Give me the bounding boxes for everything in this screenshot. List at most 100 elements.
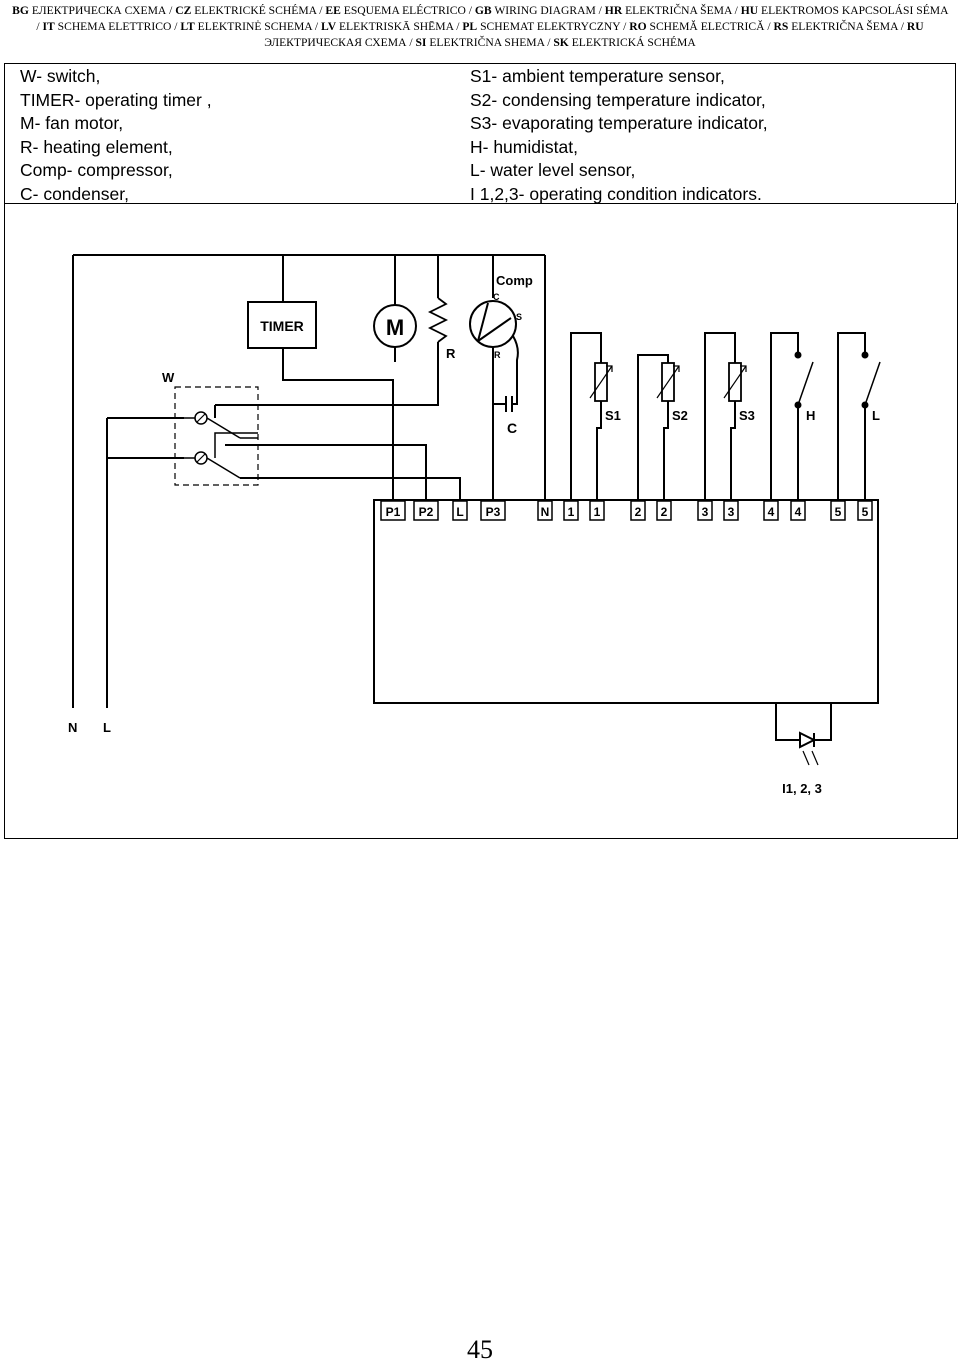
level-sensor-l: L <box>837 332 881 500</box>
legend-item: S1- ambient temperature sensor, <box>470 66 725 86</box>
header-language-code: CZ <box>175 4 192 17</box>
header-title-text: ESQUEMA ELÉCTRICO <box>340 4 466 17</box>
legend-item: H- humidistat, <box>470 136 578 157</box>
terminal-box <box>413 500 439 521</box>
terminal-box <box>763 500 779 521</box>
led-emission-mark <box>802 750 810 766</box>
humidistat-h: H <box>770 332 815 500</box>
sensor-label: S2 <box>672 408 688 423</box>
header-title-text: ELEKTRIČNA SHEMA <box>426 36 545 49</box>
terminal-label: P1 <box>386 505 401 519</box>
legend-item: M- fan motor, <box>20 113 124 133</box>
terminal-box <box>830 500 846 521</box>
controller-board <box>373 499 879 704</box>
wiring-diagram: TIMER M R Comp C S R C W N L <box>68 254 881 796</box>
switch-label: H <box>806 408 815 423</box>
mains-n-label: N <box>68 720 77 735</box>
header-title-text: ELEKTRINĖ SCHEMA <box>194 20 312 33</box>
switch-w-contact-mark <box>196 453 206 463</box>
terminal-label: 5 <box>835 505 842 519</box>
terminal-label: P2 <box>419 505 434 519</box>
header-title-text: ЭЛЕКТРИЧЕСКАЯ СХЕМА <box>264 36 407 49</box>
compressor-terminal-s: S <box>516 312 522 322</box>
legend-item: S2- condensing temperature indicator, <box>470 89 766 110</box>
compressor-label: Comp <box>496 273 533 288</box>
header-title-text: SCHEMĂ ELECTRICĂ <box>646 20 765 33</box>
compressor-terminal-r: R <box>494 350 501 360</box>
terminal-box <box>656 500 672 521</box>
led-indicator-icon <box>799 731 817 749</box>
indicator-label: I1, 2, 3 <box>782 781 822 796</box>
page-number: 45 <box>467 1335 493 1364</box>
page-header: BG ЕЛЕКТРИЧЕСКА СХЕМА / CZ ELEKTRICKÉ SC… <box>12 4 948 49</box>
legend-item: R- heating element, <box>20 136 173 157</box>
terminal-label: 4 <box>768 505 775 519</box>
timer-label: TIMER <box>260 318 304 334</box>
header-title-text: ELEKTRIČNA ŠEMA <box>622 4 732 17</box>
terminal-box <box>563 500 579 521</box>
terminal-label: 2 <box>635 505 642 519</box>
header-title-text: ELEKTROMOS KAPCSOLÁSI SÉMA <box>758 4 948 17</box>
header-title-text: SCHEMAT ELEKTRYCZNY <box>477 20 621 33</box>
terminal-strip: P1 P2 L P3 N 1 1 2 2 3 3 4 4 5 5 <box>380 500 873 521</box>
header-title-text: ELEKTRIČNA ŠEMA <box>788 20 898 33</box>
header-title-text: WIRING DIAGRAM <box>491 4 596 17</box>
capacitor-wire <box>512 335 519 405</box>
timer-to-p1-wire <box>282 348 394 500</box>
terminal-label: 1 <box>594 505 601 519</box>
compressor-terminal-c: C <box>493 292 500 302</box>
capacitor-label: C <box>507 420 517 436</box>
header-title-text: ELEKTRICKÉ SCHÉMA <box>191 4 317 17</box>
header-title-text: ЕЛЕКТРИЧЕСКА СХЕМА <box>28 4 167 17</box>
switch-w-to-l-terminal-wire <box>240 477 461 500</box>
terminal-box <box>380 500 406 521</box>
terminal-label: 1 <box>568 505 575 519</box>
switch-label: L <box>872 408 880 423</box>
header-language-code: RU <box>906 20 924 33</box>
heater-label: R <box>446 346 456 361</box>
terminal-box <box>537 500 553 521</box>
switch-w-contact-mark <box>196 413 206 423</box>
header-title-text: ELEKTRICKÁ SCHÉMA <box>568 36 696 49</box>
header-language-code: EE <box>325 4 341 17</box>
terminal-box <box>480 500 506 521</box>
sensor-s2: S2 <box>637 354 688 500</box>
terminal-label: P3 <box>486 505 501 519</box>
header-language-code: HR <box>604 4 623 17</box>
header-language-code: RO <box>629 20 647 33</box>
header-title-text: ELEKTRISKĀ SHĒMA <box>336 20 454 33</box>
terminal-label: 3 <box>728 505 735 519</box>
header-language-code: BG <box>12 4 29 17</box>
legend-item: W- switch, <box>20 66 101 86</box>
mains-l-label: L <box>103 720 111 735</box>
header-language-code: LV <box>321 20 337 33</box>
header-language-code: GB <box>474 4 492 17</box>
terminal-label: 3 <box>702 505 709 519</box>
header-language-code: IT <box>42 20 55 33</box>
terminal-label: 4 <box>795 505 802 519</box>
compressor-symbol <box>469 300 517 348</box>
terminal-label: N <box>541 505 550 519</box>
legend-left-column: W- switch, TIMER- operating timer , M- f… <box>20 65 212 206</box>
switch-w-label: W <box>162 370 175 385</box>
header-language-code: SK <box>553 36 569 49</box>
compressor-inner-line <box>477 302 489 342</box>
terminal-box <box>452 500 468 521</box>
terminal-box <box>857 500 873 521</box>
terminal-box <box>697 500 713 521</box>
terminal-label: 5 <box>862 505 869 519</box>
legend-item: Comp- compressor, <box>20 160 173 180</box>
heating-element-symbol <box>427 297 449 343</box>
terminal-box <box>790 500 806 521</box>
header-language-code: PL <box>462 20 478 33</box>
terminal-box <box>630 500 646 521</box>
legend-item: L- water level sensor, <box>470 160 636 180</box>
terminal-box <box>723 500 739 521</box>
compressor-inner-line <box>477 317 512 342</box>
legend-item: TIMER- operating timer , <box>20 89 212 110</box>
terminal-label: 2 <box>661 505 668 519</box>
motor-label: M <box>386 315 404 340</box>
switch-w-housing <box>174 386 259 486</box>
terminal-label: L <box>456 505 463 519</box>
led-emission-mark <box>811 750 819 766</box>
